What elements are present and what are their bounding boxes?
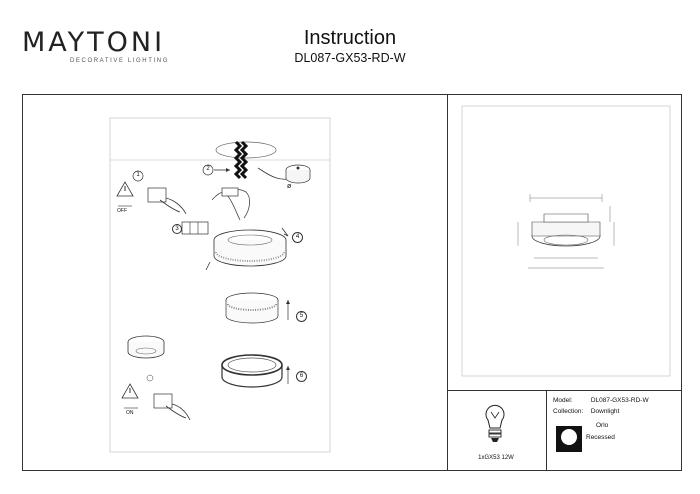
frame-divider-vertical	[447, 94, 448, 471]
step-3-number: 3	[172, 224, 182, 234]
frame-divider-info	[546, 390, 547, 471]
spring-clip-icon	[233, 140, 249, 180]
installation-panel	[109, 117, 331, 453]
step-6-number: 6	[296, 371, 307, 382]
step-4-number: 4	[292, 232, 303, 243]
lamp-label: 1xGX53 12W	[478, 455, 514, 461]
model-code: DL087-GX53-RD-W	[294, 51, 406, 65]
brand-name: MAYTONI	[22, 27, 166, 58]
recessed-circle-icon	[556, 426, 582, 452]
frame-divider-horizontal	[447, 390, 682, 391]
junction-box-icon	[285, 164, 311, 184]
dimension-panel	[461, 105, 671, 377]
spec-model-value: DL087-GX53-RD-W	[590, 397, 649, 404]
step-2-marker	[202, 164, 230, 176]
step-2-number: 2	[206, 166, 210, 172]
light-bulb-icon	[485, 404, 505, 442]
instruction-frame	[22, 94, 682, 471]
brand-logo: MAYTONI DECORATIVE LIGHTING	[22, 27, 169, 65]
spec-type-value: Recessed	[586, 434, 615, 441]
spec-model-label: Model:	[553, 397, 573, 404]
on-label: ON	[126, 410, 134, 416]
small-fixture-icon	[127, 335, 165, 359]
step-on-warning	[121, 374, 191, 421]
ceiling-hole	[215, 141, 277, 159]
spec-collection-value: Downlight	[590, 408, 620, 415]
step-1-warning	[116, 170, 187, 215]
wire	[211, 188, 250, 219]
fixture-ring-icon	[205, 227, 289, 271]
step-3-terminal	[181, 221, 209, 235]
spec-collection-label: Collection:	[553, 408, 584, 415]
dimension-drawing	[517, 194, 615, 269]
off-label: OFF	[117, 208, 127, 214]
reflector-icon	[225, 292, 290, 324]
trim-ring-icon	[221, 354, 290, 388]
spec-model-row: Model: DL087-GX53-RD-W	[553, 397, 649, 404]
step-1-number: 1	[136, 172, 140, 178]
diameter-symbol: ø	[287, 183, 292, 190]
spec-collection-row: Collection: Downlight	[553, 408, 619, 415]
wire	[225, 193, 241, 221]
page-title: Instruction	[303, 27, 397, 49]
step-5-number: 5	[296, 311, 307, 322]
driver-icon	[221, 187, 239, 197]
title-block: Instruction DL087-GX53-RD-W	[260, 26, 440, 66]
spec-name-value: Orlo	[596, 422, 609, 429]
brand-tagline: DECORATIVE LIGHTING	[70, 58, 169, 64]
